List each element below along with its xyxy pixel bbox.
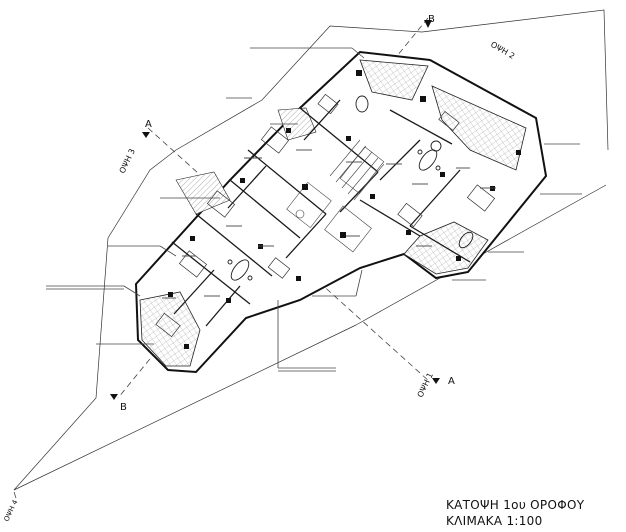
interior-walls [171, 99, 471, 327]
view-2-label: ΟΨΗ 2 [489, 40, 516, 61]
wall-thin [286, 139, 385, 253]
view-1-label: ΟΨΗ 1 [416, 371, 435, 399]
section-markers [110, 20, 440, 400]
view-3-label: ΟΨΗ 3 [118, 147, 137, 175]
room-annotations [162, 149, 496, 299]
section-b-top-label: B [428, 14, 435, 25]
drawing-scale: ΚΛΙΜΑΚΑ 1:100 [446, 514, 543, 528]
section-a-bottom-label: A [448, 376, 455, 387]
columns [168, 70, 521, 349]
dining-tables [227, 95, 474, 281]
section-b-bottom-label: B [120, 402, 127, 413]
furniture [155, 93, 496, 338]
leader-notes [46, 47, 582, 372]
drawing-title: ΚΑΤΟΨΗ 1ου ΟΡΟΦΟΥ [446, 498, 585, 512]
section-a-top-label: A [145, 119, 152, 130]
building-outline [134, 50, 548, 374]
view-4-label: ΟΨΗ 4 [3, 498, 20, 523]
